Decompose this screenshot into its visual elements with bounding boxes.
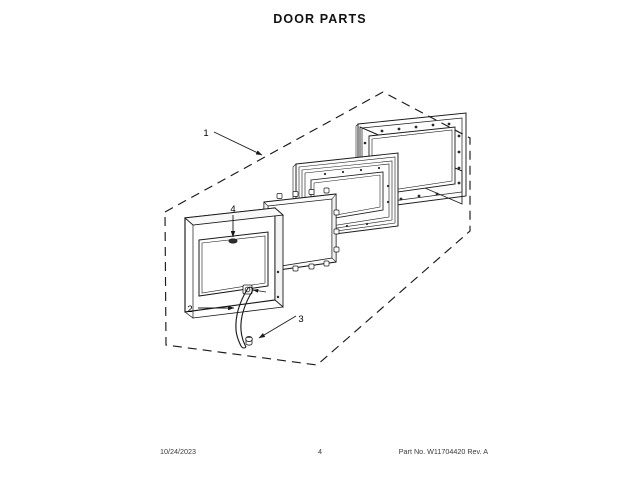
callout-number-2: 2 [187, 304, 192, 315]
door-panel-boss [228, 238, 238, 244]
callout-1-leader [213, 131, 263, 156]
footer-date: 10/24/2023 [160, 447, 196, 456]
footer-part-number: Part No. W11704420 Rev. A [398, 447, 488, 456]
page-title: DOOR PARTS [273, 12, 367, 26]
callout-number-1: 1 [203, 128, 208, 139]
callout-numbers: 1 2 3 4 [187, 128, 303, 325]
callout-leaders [198, 131, 297, 339]
door-handle-part [235, 286, 254, 349]
callout-number-4: 4 [230, 204, 235, 215]
footer-page-number: 4 [318, 447, 322, 456]
outer-door-panel-part [183, 207, 285, 319]
page-footer: 10/24/2023 4 Part No. W11704420 Rev. A [0, 447, 640, 461]
callout-3-leader [258, 315, 297, 339]
assembly-boundary-dashed [164, 91, 471, 366]
callout-number-3: 3 [298, 314, 303, 325]
handle-screw-part [245, 335, 253, 346]
